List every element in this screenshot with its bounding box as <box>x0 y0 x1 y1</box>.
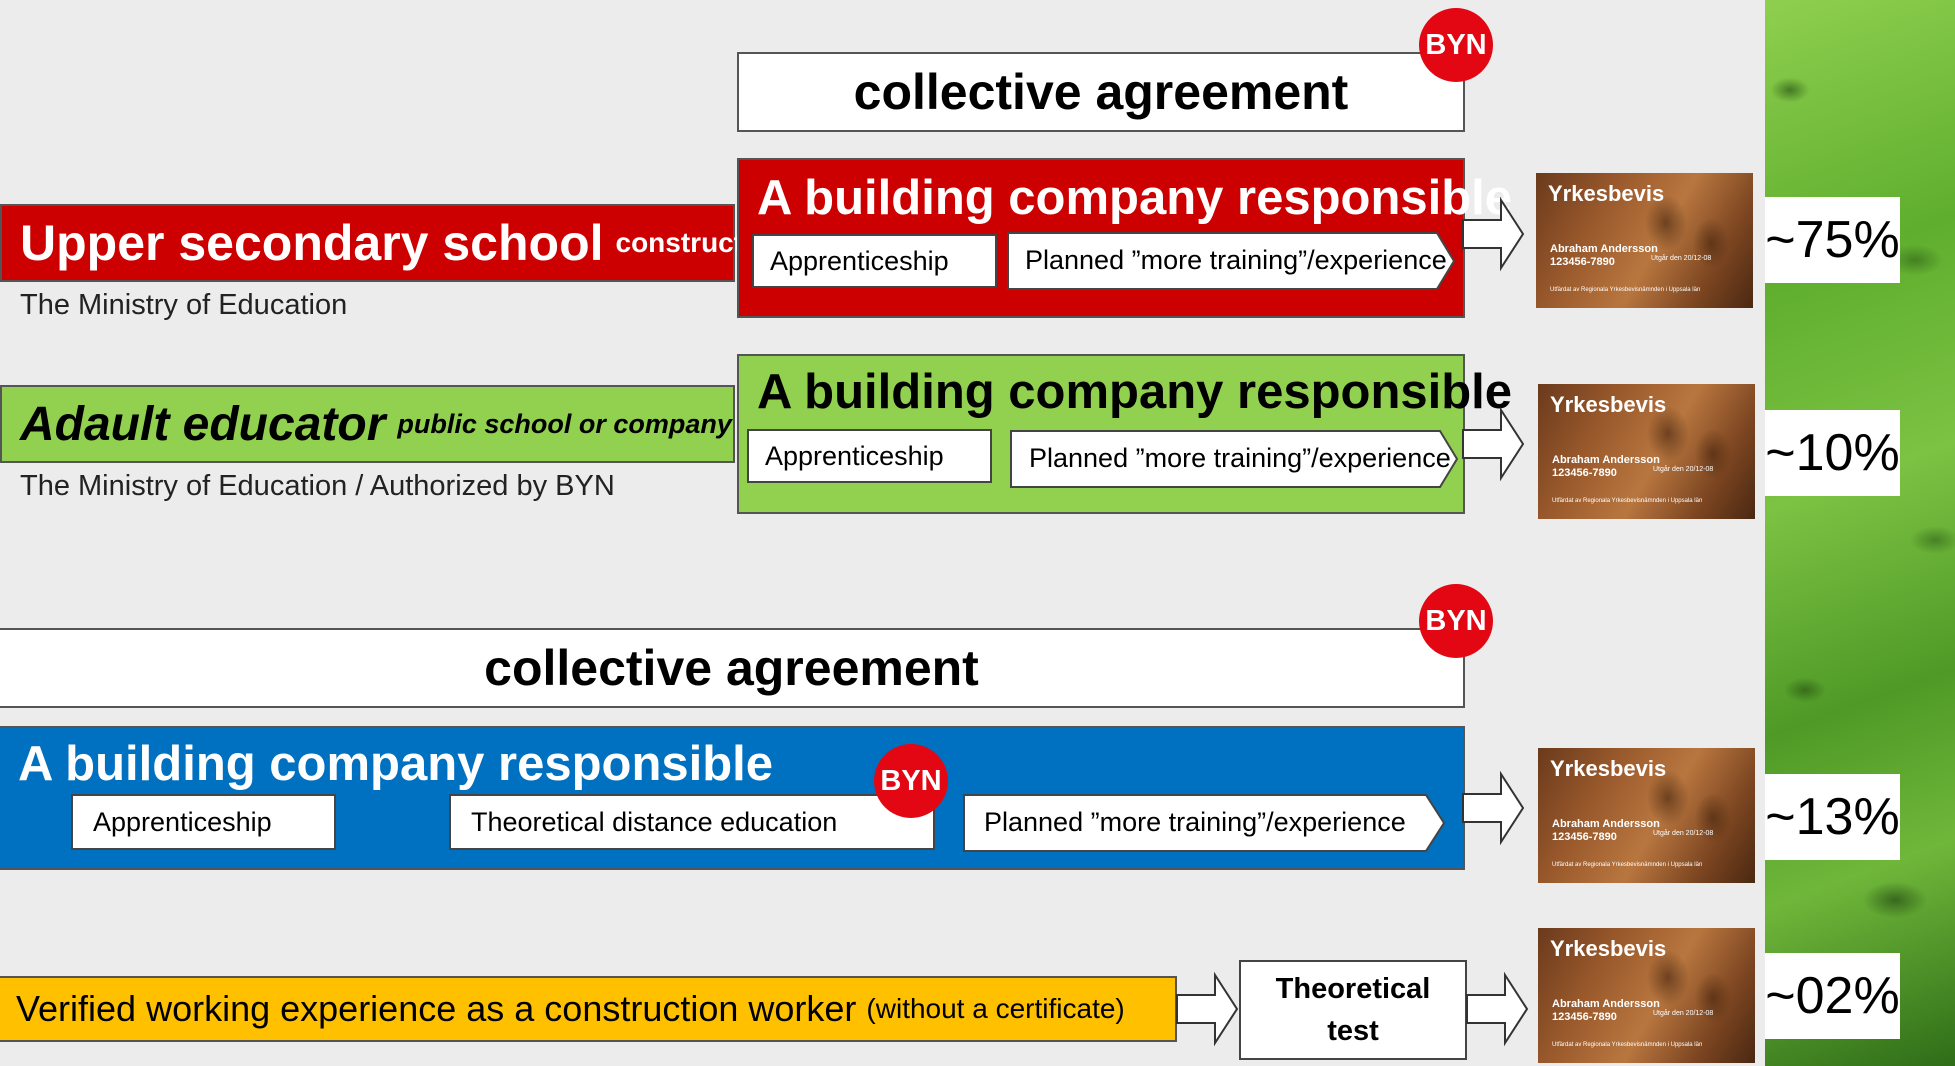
adult-educator-box: Adault educator public school or company <box>0 385 735 463</box>
percentage-value-1: ~75% <box>1765 211 1900 269</box>
collective-agreement-label-bottom: collective agreement <box>484 640 979 696</box>
certificate-footer: Utfärdat av Regionala Yrkesbevisnämnden … <box>1552 1042 1703 1048</box>
certificate-number: 123456-7890 <box>1552 467 1617 479</box>
apprenticeship-label-3: Apprenticeship <box>93 806 272 837</box>
ministry-authorized-label: The Ministry of Education / Authorized b… <box>20 470 615 502</box>
certificate-valid-date: Utgår den 20/12-08 <box>1653 466 1714 473</box>
certificate-valid-date: Utgår den 20/12-08 <box>1653 1010 1714 1017</box>
certificate-title: Yrkesbevis <box>1550 756 1667 781</box>
byn-badge-label: BYN <box>1425 604 1487 637</box>
company-responsible-title-2: A building company responsible <box>757 365 1513 419</box>
collective-agreement-box-top: collective agreement <box>737 52 1465 132</box>
certificate-number: 123456-7890 <box>1552 831 1617 843</box>
upper-secondary-school-box: Upper secondary school construction <box>0 204 785 282</box>
certificate-title: Yrkesbevis <box>1550 392 1667 417</box>
arrow-to-theoretical-test <box>1176 971 1239 1047</box>
byn-badge-label: BYN <box>1425 28 1487 61</box>
certificate-title: Yrkesbevis <box>1550 936 1667 961</box>
more-training-label-1: Planned ”more training”/experience <box>1025 245 1447 275</box>
more-training-label-2: Planned ”more training”/experience <box>1029 443 1451 473</box>
verified-working-experience-box: Verified working experience as a constru… <box>0 976 1177 1042</box>
apprenticeship-label-2: Apprenticeship <box>765 440 944 471</box>
byn-badge-label: BYN <box>880 764 942 797</box>
percentage-adult-educator: ~10% <box>1765 410 1900 496</box>
certificate-holder-name: Abraham Andersson <box>1552 818 1660 830</box>
company-responsible-box-3: A building company responsible Apprentic… <box>0 726 1465 870</box>
arrow-to-certificate-1 <box>1462 196 1525 272</box>
certificate-valid-date: Utgår den 20/12-08 <box>1651 255 1712 262</box>
more-training-arrow-box-2 <box>1010 430 1459 488</box>
more-training-arrow-box-3 <box>963 794 1446 852</box>
ministry-of-education-label: The Ministry of Education <box>20 289 348 321</box>
certificate-valid-date: Utgår den 20/12-08 <box>1653 830 1714 837</box>
certificate-title: Yrkesbevis <box>1548 181 1665 206</box>
apprenticeship-box-3: Apprenticeship <box>71 794 336 850</box>
company-responsible-box-1: A building company responsible Apprentic… <box>737 158 1512 318</box>
theoretical-distance-education-label: Theoretical distance education <box>471 806 838 837</box>
arrow-to-certificate-2 <box>1462 406 1525 482</box>
verified-working-experience-suffix: (without a certificate) <box>866 993 1125 1024</box>
certificate-holder-name: Abraham Andersson <box>1550 243 1658 255</box>
collective-agreement-label: collective agreement <box>853 64 1349 120</box>
theoretical-test-line2: test <box>1327 1015 1379 1047</box>
theoretical-test-box: Theoretical test <box>1239 960 1467 1060</box>
certificate-number: 123456-7890 <box>1550 256 1615 268</box>
theoretical-test-line1: Theoretical <box>1275 973 1431 1005</box>
upper-secondary-school-title: Upper secondary school <box>20 215 604 271</box>
apprenticeship-label-1: Apprenticeship <box>770 245 949 276</box>
company-responsible-title-3: A building company responsible <box>18 737 774 791</box>
arrow-to-certificate-4 <box>1466 971 1529 1047</box>
percentage-value-4: ~02% <box>1765 967 1900 1025</box>
arrow-to-certificate-3 <box>1462 770 1525 846</box>
certificate-number: 123456-7890 <box>1552 1011 1617 1023</box>
percentage-working-experience: ~02% <box>1765 953 1900 1039</box>
more-training-arrow-box-1 <box>1007 232 1456 290</box>
certificate-holder-name: Abraham Andersson <box>1552 998 1660 1010</box>
theoretical-distance-education-box: Theoretical distance education <box>449 794 935 850</box>
certificate-footer: Utfärdat av Regionala Yrkesbevisnämnden … <box>1550 287 1701 293</box>
collective-agreement-box-bottom: collective agreement <box>0 628 1465 708</box>
percentage-value-2: ~10% <box>1765 424 1900 482</box>
percentage-upper-secondary: ~75% <box>1765 197 1900 283</box>
apprenticeship-box-1: Apprenticeship <box>752 234 997 288</box>
certificate-holder-name: Abraham Andersson <box>1552 454 1660 466</box>
more-training-label-3: Planned ”more training”/experience <box>984 807 1406 837</box>
percentage-value-3: ~13% <box>1765 788 1900 846</box>
byn-badge-top: BYN <box>1419 8 1493 82</box>
certificate-footer: Utfärdat av Regionala Yrkesbevisnämnden … <box>1552 862 1703 868</box>
apprenticeship-box-2: Apprenticeship <box>747 429 992 483</box>
verified-working-experience-label: Verified working experience as a constru… <box>16 988 857 1029</box>
adult-educator-suffix: public school or company <box>397 408 732 439</box>
company-responsible-box-2: A building company responsible Apprentic… <box>737 354 1512 514</box>
certificate-footer: Utfärdat av Regionala Yrkesbevisnämnden … <box>1552 498 1703 504</box>
byn-badge-bottom: BYN <box>1419 584 1493 658</box>
adult-educator-title: Adault educator <box>20 397 386 451</box>
green-background-panel <box>1765 0 1955 1066</box>
byn-badge-distance-education: BYN <box>874 744 948 818</box>
company-responsible-title-1: A building company responsible <box>757 171 1513 225</box>
percentage-company-direct: ~13% <box>1765 774 1900 860</box>
